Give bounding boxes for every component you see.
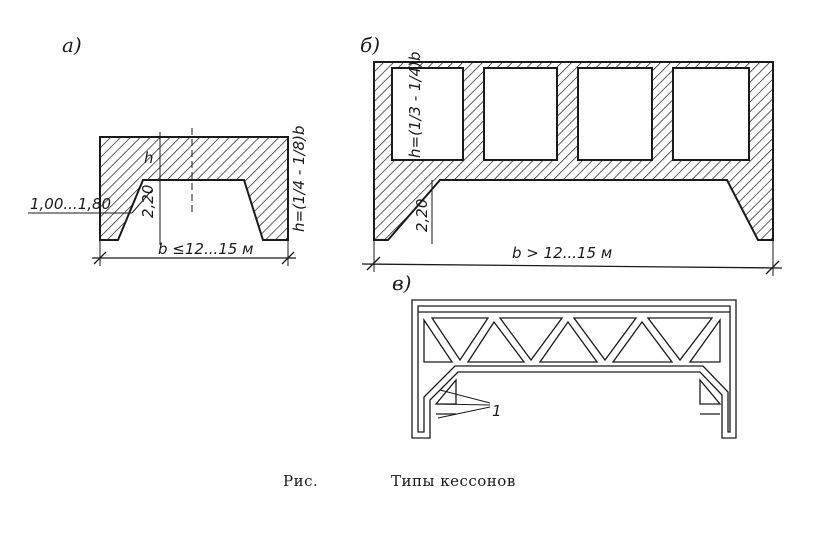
truss-cell xyxy=(538,320,599,363)
truss-cell xyxy=(688,317,721,363)
caisson-c-outer xyxy=(411,299,737,439)
gap-label-a: 2,20 xyxy=(139,185,157,218)
lower-cell-right xyxy=(699,378,722,405)
caisson-c-inner xyxy=(417,305,731,433)
caption-prefix: Рис. xyxy=(283,472,318,490)
truss-triangles xyxy=(423,317,721,363)
cell-3 xyxy=(577,67,653,161)
span-label-a: b ≤12...15 м xyxy=(158,240,253,258)
caption-title: Типы кессонов xyxy=(391,472,516,490)
height-formula-a: h=(1/4 - 1/8)b xyxy=(290,125,308,232)
truss-cell xyxy=(430,317,490,362)
cells-b xyxy=(391,67,750,161)
panel-b-label: б) xyxy=(360,33,380,57)
cell-1 xyxy=(391,67,464,161)
height-label: h xyxy=(144,149,154,167)
height-formula-b: h=(1/3 - 1/4)b xyxy=(406,51,424,158)
truss-cell xyxy=(611,320,674,363)
span-tick-left-b xyxy=(366,256,381,271)
span-label-b: b > 12...15 м xyxy=(512,244,612,262)
callout-leader-3 xyxy=(437,406,491,419)
cell-4 xyxy=(672,67,750,161)
figure-caption: Рис. Типы кессонов xyxy=(283,472,516,490)
truss-cell xyxy=(466,320,526,363)
callout-label: 1 xyxy=(492,402,502,420)
caisson-a-section xyxy=(99,136,289,241)
panel-c: в) 1 xyxy=(392,271,737,439)
gap-label-b: 2,20 xyxy=(413,199,431,232)
truss-cell xyxy=(498,317,564,362)
callout-leader-2 xyxy=(435,403,491,406)
offset-label: 1,00...1,80 xyxy=(30,195,111,213)
offset-leader-tick xyxy=(131,189,153,214)
panel-c-label: в) xyxy=(392,271,411,295)
cell-2 xyxy=(483,67,558,161)
truss-cell xyxy=(646,317,714,362)
truss-cell xyxy=(423,317,454,363)
callout-leader-1 xyxy=(439,389,491,404)
span-dim-b xyxy=(361,263,783,269)
panel-b: б) h=(1/3 - 1/4)b 2,20 b > 12...15 м xyxy=(360,33,783,276)
truss-cell xyxy=(572,317,638,362)
panel-a-label: а) xyxy=(62,33,82,57)
span-tick-right-a xyxy=(281,251,295,265)
span-tick-right-b xyxy=(765,260,780,275)
panel-a: а) h 2,20 1,00...1,80 b ≤12...15 м h=(1/… xyxy=(28,33,308,266)
span-tick-left-a xyxy=(93,251,107,265)
